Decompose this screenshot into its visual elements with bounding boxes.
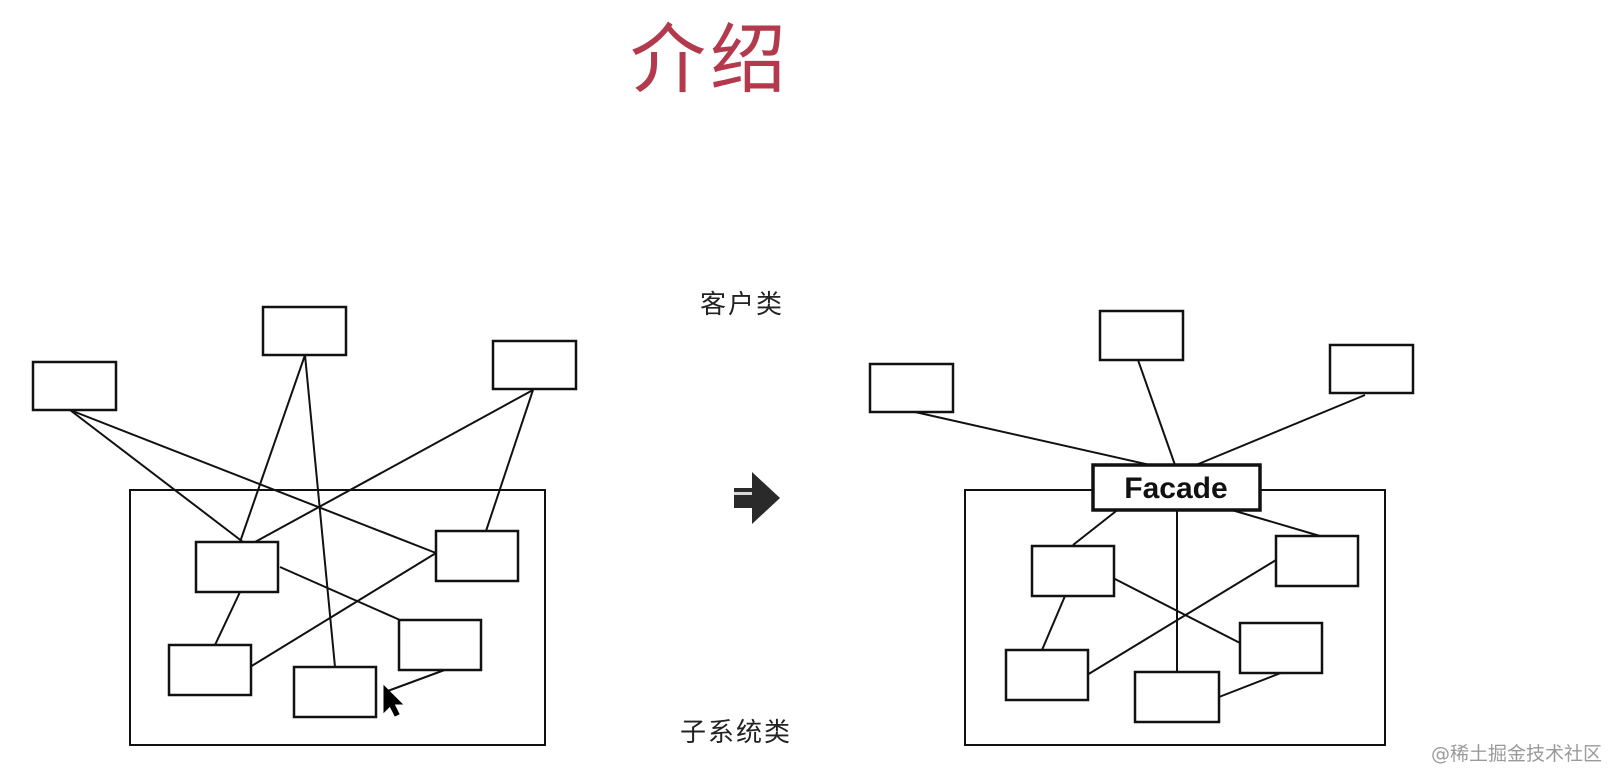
client-box: [1328, 343, 1415, 395]
client-classes-label: 客户类: [700, 290, 785, 320]
client-box: [491, 339, 578, 391]
connections: [914, 359, 1366, 698]
subsystem-box: [1274, 534, 1360, 588]
client-box: [261, 305, 348, 357]
subsystem-box: [194, 540, 280, 594]
subsystem-box: [1133, 670, 1221, 724]
client-box: [1098, 309, 1185, 362]
mouse-pointer-icon: [383, 684, 404, 717]
subsystem-boundary: [129, 489, 546, 746]
subsystem-box: [397, 618, 483, 672]
client-box: [868, 362, 955, 414]
watermark: @稀土掘金技术社区: [1430, 743, 1602, 765]
facade-label: Facade: [1124, 472, 1227, 505]
subsystem-box: [1238, 621, 1324, 675]
subsystem-box: [1030, 544, 1116, 598]
subsystem-box: [167, 643, 253, 697]
connections: [69, 354, 534, 693]
subsystem-box: [1004, 648, 1090, 702]
client-box: [31, 360, 118, 412]
diagram-without-facade: [31, 305, 578, 746]
subsystem-classes-label: 子系统类: [680, 718, 793, 748]
facade-box: [1091, 463, 1262, 512]
diagram-with-facade: [868, 309, 1415, 746]
subsystem-box: [434, 529, 520, 583]
subsystem-box: [292, 665, 378, 719]
page-title: 介绍: [630, 15, 790, 104]
right-arrow-icon: [734, 472, 780, 524]
